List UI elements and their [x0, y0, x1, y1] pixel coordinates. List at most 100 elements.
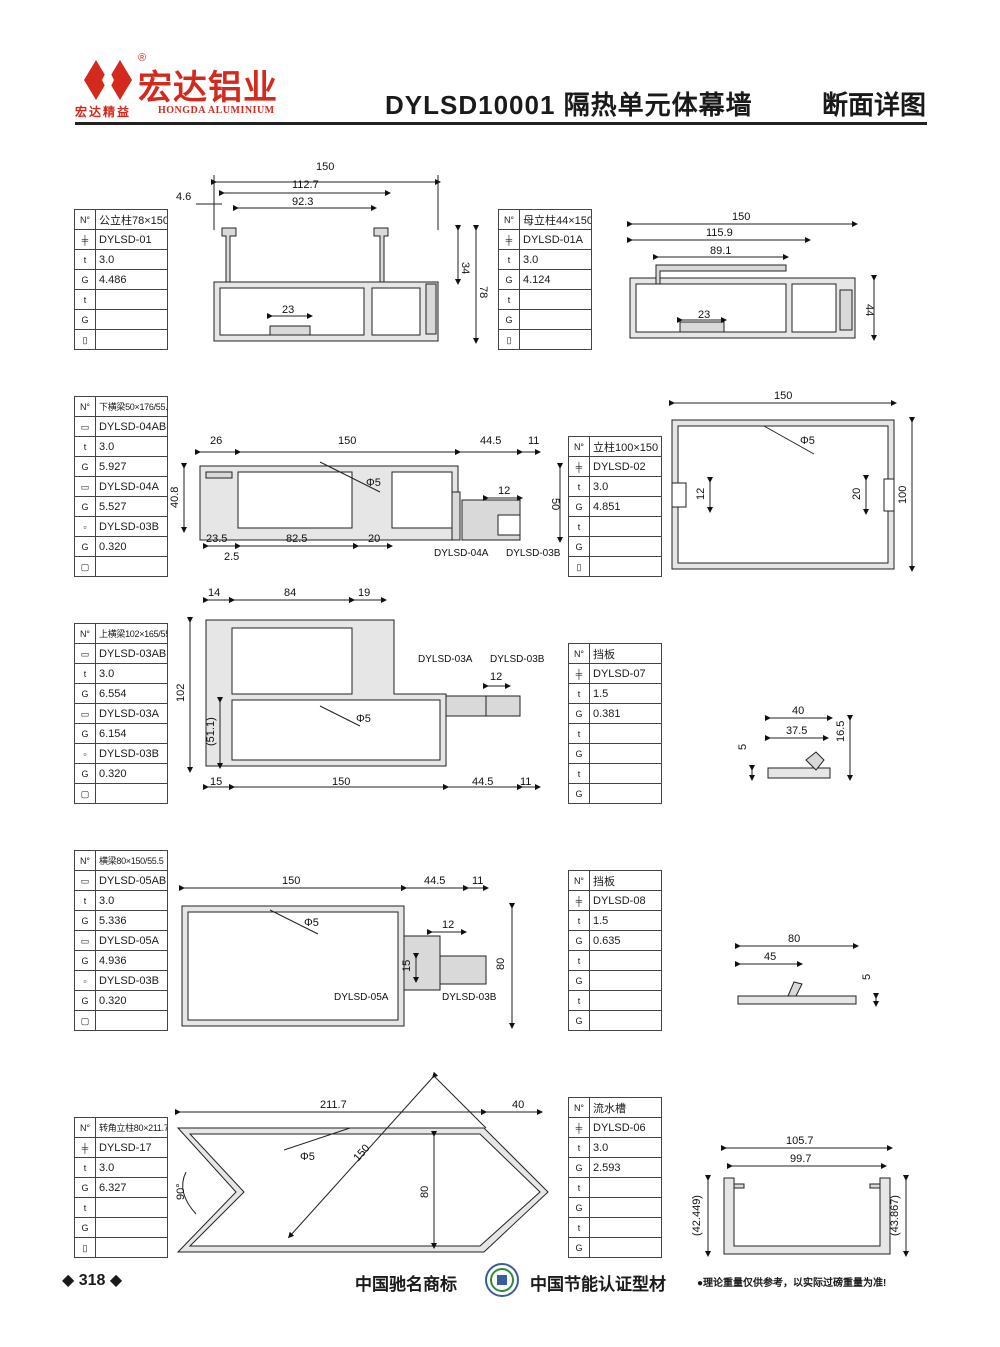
weight-icon: G	[75, 1178, 96, 1197]
weight-icon: G	[569, 497, 590, 516]
dim-label: 45	[764, 951, 776, 963]
logo-diamond-icon	[84, 60, 132, 100]
section-icon: ▢	[75, 1011, 96, 1030]
part-label: DYLSD-03B	[490, 654, 545, 665]
dim-label: 150	[732, 211, 750, 223]
weight-icon: G	[75, 911, 96, 930]
section-icon: ╪	[569, 891, 590, 910]
section-icon: ▭	[75, 931, 96, 950]
section-icon: ▫	[75, 971, 96, 990]
trademark-text: 中国驰名商标	[355, 1275, 457, 1294]
thickness-icon: t	[569, 1178, 590, 1197]
dim-label: 92.3	[292, 196, 313, 208]
dim-label: 19	[358, 587, 370, 599]
thickness-icon: t	[75, 664, 96, 683]
dim-label: 11	[472, 875, 483, 887]
dim-label: 12	[490, 671, 502, 683]
section-icon: ╪	[75, 230, 96, 249]
dim-label: 44.5	[424, 875, 445, 887]
spec-table-03ab: N°上横梁102×165/55.5 ▭DYLSD-03AB t3.0 G6.55…	[74, 623, 168, 804]
dim-label: 78	[477, 286, 489, 298]
weight-icon: G	[75, 457, 96, 476]
thickness-icon: t	[499, 290, 520, 309]
dim-label: 89.1	[710, 245, 731, 257]
thickness-icon: t	[569, 951, 590, 970]
weight-icon: G	[75, 537, 96, 556]
section-icon: ╪	[569, 1118, 590, 1137]
dim-label: 40	[792, 705, 804, 717]
part-label: DYLSD-04A	[434, 548, 489, 559]
drawing-09	[175, 1071, 549, 1253]
dim-label: 23	[698, 309, 710, 321]
weight-icon: G	[75, 991, 96, 1010]
drawing-04	[669, 400, 915, 572]
profile-no-icon: N°	[75, 624, 96, 643]
part-label: DYLSD-03B	[506, 548, 561, 559]
section-icon: ▯	[499, 330, 520, 349]
dim-label: 82.5	[286, 533, 307, 545]
dim-label: 80	[495, 958, 507, 970]
weight-icon: G	[75, 1218, 96, 1237]
section-icon: ▢	[75, 784, 96, 803]
profile-no-icon: N°	[499, 210, 520, 229]
brand-name: 宏达铝业	[138, 68, 278, 108]
profile-no-icon: N°	[75, 1118, 96, 1137]
dim-label: 23	[282, 304, 294, 316]
certification-text: 中国节能认证型材	[530, 1275, 666, 1294]
thickness-icon: t	[75, 437, 96, 456]
weight-icon: G	[499, 270, 520, 289]
drawing-02	[627, 221, 877, 341]
weight-icon: G	[75, 724, 96, 743]
thickness-icon: t	[569, 1218, 590, 1237]
thickness-icon: t	[499, 250, 520, 269]
dim-label: 12	[442, 919, 454, 931]
dim-label: 99.7	[790, 1153, 811, 1165]
thickness-icon: t	[569, 1138, 590, 1157]
weight-icon: G	[569, 784, 590, 803]
profile-no-icon: N°	[75, 210, 96, 229]
weight-icon: G	[569, 1198, 590, 1217]
thickness-icon: t	[569, 911, 590, 930]
dim-label: 20	[851, 488, 863, 500]
thickness-icon: t	[569, 517, 590, 536]
dim-label: 44.5	[480, 435, 501, 447]
profile-no-icon: N°	[569, 871, 590, 890]
section-icon: ▭	[75, 871, 96, 890]
dim-label: 100	[897, 486, 909, 504]
dim-label: 20	[368, 533, 380, 545]
dim-label: 90°	[175, 1183, 187, 1200]
page-title: DYLSD10001 隔热单元体幕墙	[385, 90, 753, 120]
section-icon: ╪	[569, 664, 590, 683]
dim-label: 80	[419, 1186, 431, 1198]
dim-label: 16.5	[835, 721, 847, 742]
section-icon: ▭	[75, 477, 96, 496]
thickness-icon: t	[75, 290, 96, 309]
thickness-icon: t	[75, 250, 96, 269]
dim-label: 5	[737, 744, 749, 750]
section-icon: ▯	[75, 1238, 96, 1257]
brand-name-en: HONGDA ALUMINIUM	[158, 105, 275, 116]
dim-label: 40.8	[169, 487, 181, 508]
dim-label: Φ5	[300, 1151, 315, 1163]
dim-label: 40	[512, 1099, 524, 1111]
drawing-06	[749, 715, 853, 781]
drawing-03	[181, 449, 563, 549]
weight-icon: G	[569, 1238, 590, 1257]
section-icon: ╪	[499, 230, 520, 249]
thickness-icon: t	[569, 764, 590, 783]
certification-seal-icon	[485, 1263, 519, 1297]
profile-no-icon: N°	[569, 437, 590, 456]
profile-no-icon: N°	[569, 644, 590, 663]
dim-label: 115.9	[706, 227, 733, 239]
section-icon: ▭	[75, 644, 96, 663]
dim-label: 12	[498, 485, 510, 497]
dim-label: Φ5	[304, 917, 319, 929]
